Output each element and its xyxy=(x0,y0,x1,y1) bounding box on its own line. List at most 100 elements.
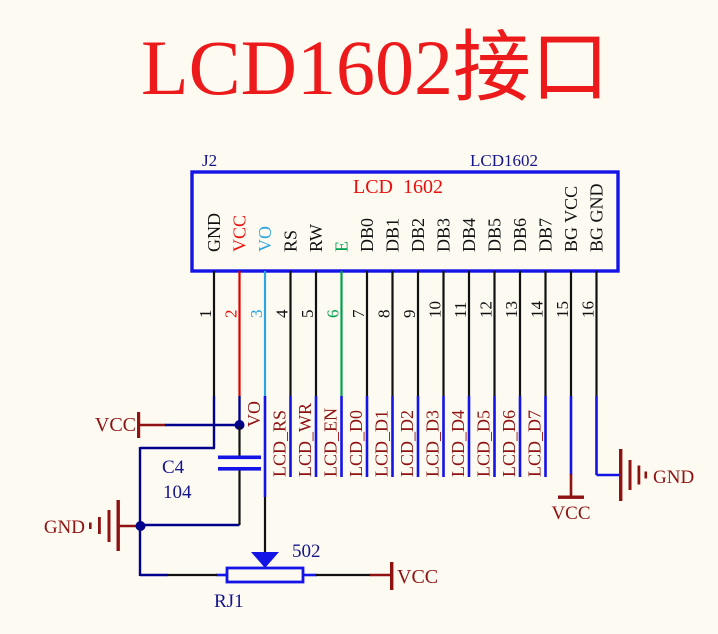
pot-refdes: RJ1 xyxy=(214,591,244,612)
pin-9-number: 9 xyxy=(400,310,419,319)
gnd-left-label: GND xyxy=(44,517,85,538)
pin-2-label: VCC xyxy=(230,215,250,252)
connector-body xyxy=(190,170,620,273)
pin-12-label: DB5 xyxy=(485,218,505,252)
pin-12-number: 12 xyxy=(477,301,496,318)
net-label-lcd-rs: LCD_RS xyxy=(270,410,290,477)
vcc-bl-label: VCC xyxy=(551,503,590,524)
pin-12: DB5 12 xyxy=(477,218,505,477)
pin-2: VCC 2 xyxy=(222,215,250,396)
gnd-power-port-left: GND xyxy=(44,500,138,551)
pin-1-number: 1 xyxy=(196,310,215,319)
pin-4-label: RS xyxy=(281,230,301,252)
pin-3-number: 3 xyxy=(247,310,266,319)
pin-16-number: 16 xyxy=(579,301,598,318)
vcc-left-bar xyxy=(137,412,141,438)
connector-inner-title: LCD 1602 xyxy=(353,176,443,198)
vcc-pot-bar xyxy=(390,562,394,590)
gnd-left-bar4 xyxy=(89,522,92,529)
pin-2-number: 2 xyxy=(222,310,241,319)
potentiometer-rj1: 502 RJ1 xyxy=(140,497,371,612)
net-label-lcd-d4: LCD_D4 xyxy=(448,410,468,477)
vcc-left-label: VCC xyxy=(95,414,136,436)
vcc-power-port-backlight: VCC xyxy=(551,474,591,524)
gnd-bl-bar4 xyxy=(644,471,648,479)
gnd-bl-bar2 xyxy=(628,460,632,490)
pin-7: DB0 7 xyxy=(349,218,377,477)
pin-13-label: DB6 xyxy=(510,218,530,252)
net-label-lcd-d2: LCD_D2 xyxy=(397,410,417,477)
pin-8: DB1 8 xyxy=(375,218,403,477)
pin-9-label: DB2 xyxy=(408,218,428,252)
vcc-net-route xyxy=(234,396,245,430)
pin-4-number: 4 xyxy=(273,309,292,318)
gnd-bl-label: GND xyxy=(653,467,694,488)
gnd-left-bar2 xyxy=(107,510,111,542)
gnd-left-bar1 xyxy=(116,500,120,551)
net-label-lcd-d1: LCD_D1 xyxy=(372,410,392,477)
pin-1-label: GND xyxy=(204,213,224,252)
pin-1: GND 1 xyxy=(196,213,224,396)
pin-10-label: DB3 xyxy=(434,218,454,252)
pin-15-number: 15 xyxy=(553,301,572,318)
gnd-left-bar3 xyxy=(98,517,101,534)
pin-8-number: 8 xyxy=(375,310,394,319)
cap-bottom-plate xyxy=(218,467,261,471)
pin-8-label: DB1 xyxy=(383,218,403,252)
gnd-bl-bar1 xyxy=(619,449,623,501)
gnd-junction-dot xyxy=(135,521,146,531)
pin-5-label: RW xyxy=(306,224,326,252)
cap-value: 104 xyxy=(163,482,192,503)
vcc-bl-bar xyxy=(558,495,584,499)
cap-refdes: C4 xyxy=(162,457,185,478)
pin-7-label: DB0 xyxy=(357,218,377,252)
pin-16: BG GND 16 xyxy=(579,183,607,475)
pin-5-number: 5 xyxy=(298,310,317,319)
pin-11: DB4 11 xyxy=(451,218,479,477)
pin-3: VO 3 xyxy=(247,226,275,497)
pin-15-label: BG VCC xyxy=(561,186,581,252)
pot-body xyxy=(225,566,305,584)
vcc-power-port-pot: VCC xyxy=(370,562,438,590)
pin-6: E 6 xyxy=(324,241,352,477)
wiper-arrow-icon xyxy=(251,552,279,568)
net-label-lcd-en: LCD_EN xyxy=(321,408,341,477)
capacitor-c4: C4 104 xyxy=(162,426,261,525)
pin-15: BG VCC 15 xyxy=(553,186,581,475)
net-label-lcd-d7: LCD_D7 xyxy=(525,410,545,477)
pin-7-number: 7 xyxy=(349,309,368,318)
pin-9: DB2 9 xyxy=(400,218,428,477)
net-label-lcd-wr: LCD_WR xyxy=(295,403,315,477)
pin-13: DB6 13 xyxy=(502,218,530,477)
net-label-lcd-d5: LCD_D5 xyxy=(474,410,494,477)
gnd-power-port-backlight: GND xyxy=(596,449,694,501)
pin-3-label: VO xyxy=(255,226,275,252)
pin-13-number: 13 xyxy=(502,301,521,318)
gnd-route xyxy=(135,396,240,576)
pin-11-number: 11 xyxy=(451,302,470,318)
connector-refdes: J2 xyxy=(202,151,217,170)
vcc-pot-label: VCC xyxy=(397,566,438,588)
pin-11-label: DB4 xyxy=(459,218,479,252)
pin-6-number: 6 xyxy=(324,310,343,319)
pot-value: 502 xyxy=(292,541,321,562)
gnd-bl-bar3 xyxy=(637,465,641,485)
pin-16-label: BG GND xyxy=(587,183,607,252)
pin-10-number: 10 xyxy=(426,301,445,318)
pin-6-label: E xyxy=(332,241,352,252)
connector-part-label: LCD1602 xyxy=(470,151,538,170)
pin-14: DB7 14 xyxy=(528,218,556,477)
pin-4: RS 4 xyxy=(273,230,301,477)
vcc-junction-dot xyxy=(234,420,245,430)
net-label-lcd-d6: LCD_D6 xyxy=(499,410,519,477)
pin-10: DB3 10 xyxy=(426,218,454,477)
page-title: LCD1602接口 xyxy=(141,24,609,111)
pin-14-label: DB7 xyxy=(536,218,556,252)
vcc-power-port-left: VCC xyxy=(95,412,240,438)
net-label-vo: VO xyxy=(244,401,264,427)
net-label-lcd-d3: LCD_D3 xyxy=(423,410,443,477)
pin-5: RW 5 xyxy=(298,224,326,477)
pin-14-number: 14 xyxy=(528,301,547,319)
net-label-lcd-d0: LCD_D0 xyxy=(346,410,366,477)
